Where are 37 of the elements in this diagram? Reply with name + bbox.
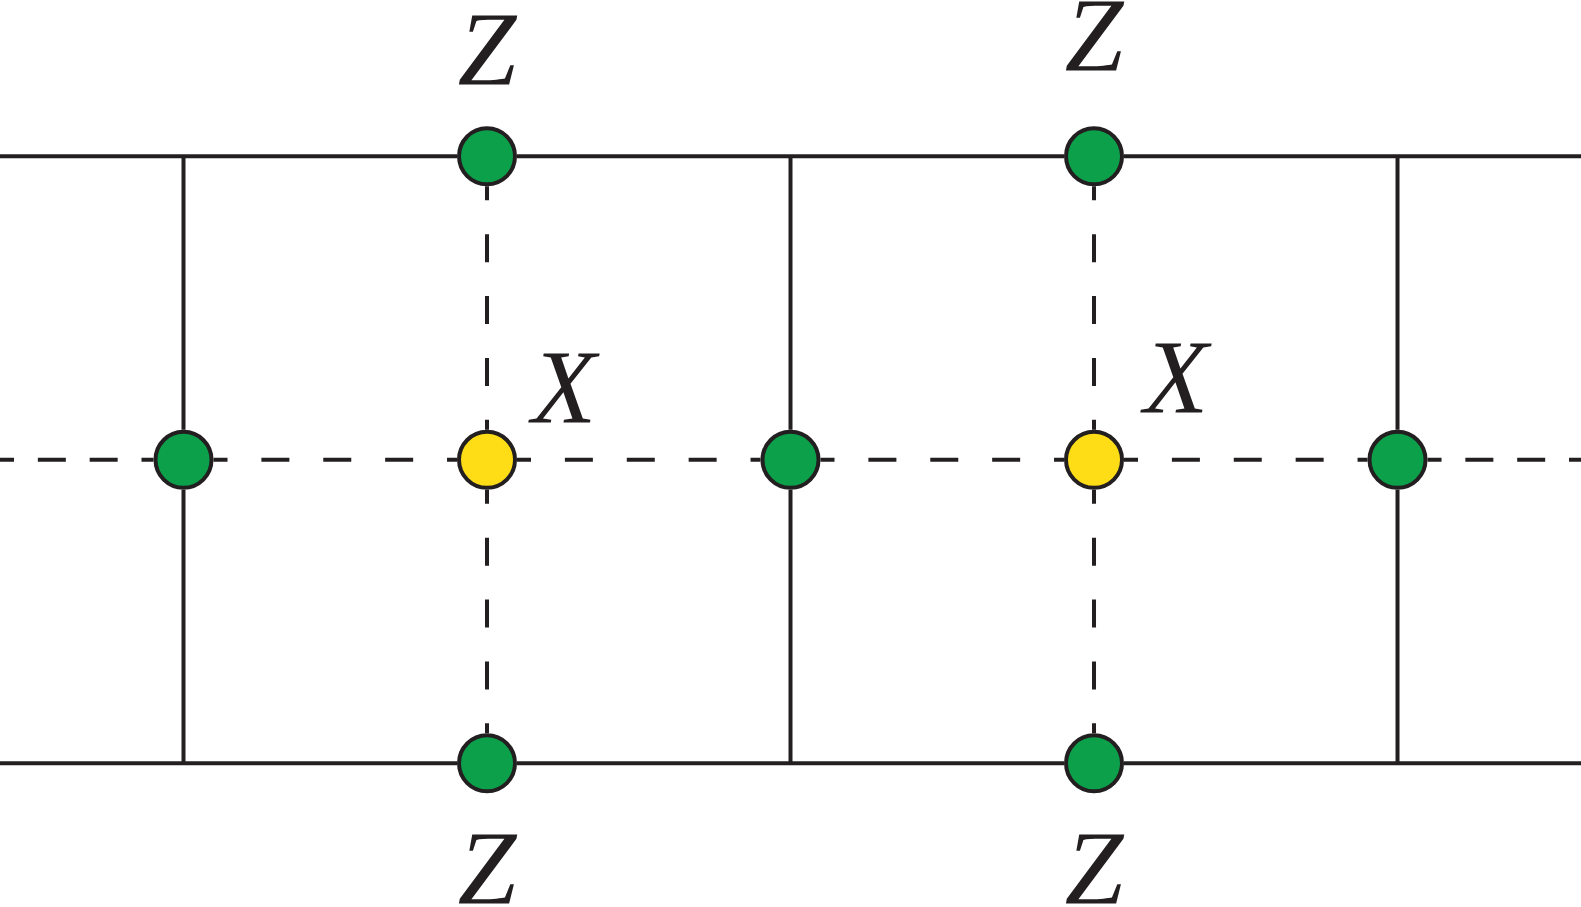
- node-circle: [457, 429, 517, 490]
- solid-line: [1395, 156, 1400, 430]
- node-circle: [1064, 429, 1124, 490]
- solid-line: [517, 154, 1064, 159]
- solid-line: [1124, 761, 1581, 766]
- operator-label: Z: [1065, 1, 1125, 71]
- operator-label: Z: [458, 15, 518, 85]
- dashed-line: [1427, 457, 1581, 462]
- solid-line: [181, 489, 186, 764]
- node-circle: [457, 733, 517, 794]
- dashed-line: [517, 457, 761, 462]
- dashed-line: [213, 457, 457, 462]
- node-circle: [457, 126, 517, 187]
- operator-label: Z: [1065, 834, 1125, 904]
- solid-line: [1395, 489, 1400, 764]
- solid-line: [1124, 154, 1581, 159]
- node-circle: [1064, 126, 1124, 187]
- dashed-line: [0, 457, 154, 462]
- solid-line: [788, 489, 793, 764]
- solid-line: [181, 156, 186, 430]
- node-circle: [1367, 429, 1428, 490]
- node-circle: [153, 429, 214, 490]
- node-circle: [760, 429, 821, 490]
- operator-label: X: [1140, 343, 1212, 413]
- operator-label: X: [528, 353, 600, 423]
- solid-line: [788, 156, 793, 430]
- dashed-line: [1092, 186, 1096, 430]
- operator-label: Z: [458, 834, 518, 904]
- dashed-line: [820, 457, 1064, 462]
- node-circle: [1064, 733, 1124, 794]
- dashed-line: [1124, 457, 1368, 462]
- solid-line: [0, 761, 457, 766]
- dashed-line: [1092, 489, 1096, 734]
- solid-line: [0, 154, 457, 159]
- dashed-line: [485, 186, 489, 430]
- dashed-line: [485, 489, 489, 734]
- solid-line: [517, 761, 1064, 766]
